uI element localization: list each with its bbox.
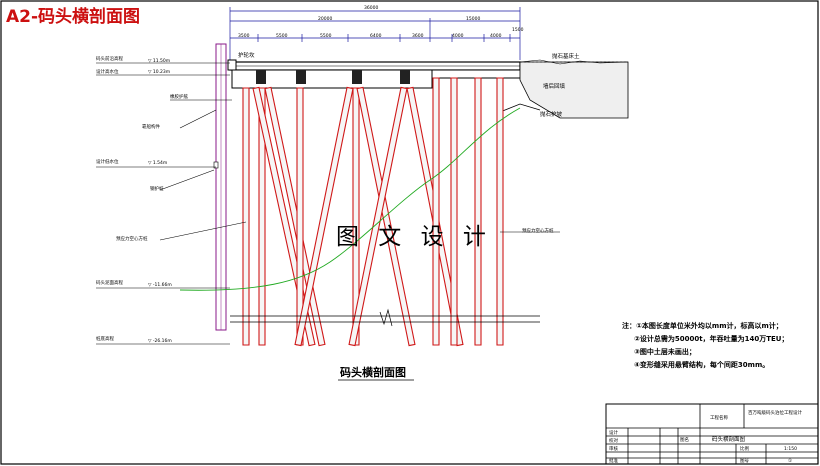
top-label-curb: 护轮坎 (238, 51, 255, 59)
pile-group (242, 77, 504, 347)
tb-project-label: 工程名称 (710, 414, 728, 421)
dim-sub-left: 20000 (318, 16, 332, 22)
tb-row-review: 审核 (609, 445, 618, 452)
tb-row-design: 设计 (609, 429, 618, 436)
pile-2 (258, 87, 266, 346)
seabed-profile-line (179, 107, 521, 291)
tb-scale-label: 比例 (740, 445, 749, 452)
elev-value-lwl: ▽ 1.54m (148, 160, 167, 166)
pile-13 (474, 77, 482, 346)
right-label-slope: 抛石护坡 (540, 110, 563, 118)
dim-seg-2: 5500 (276, 33, 288, 39)
title-block (605, 403, 819, 465)
tb-fig-label: 图名 (680, 436, 689, 443)
watermark-text: 图 文 设 计 (336, 224, 492, 250)
dim-seg-4: 6400 (370, 33, 382, 39)
embankment (499, 59, 629, 119)
pile-4 (264, 86, 326, 347)
tb-sheet: ① (788, 458, 792, 464)
elev-name-lwl: 设计低水位 (96, 158, 119, 165)
pile-6 (294, 86, 354, 347)
pile-14 (496, 77, 504, 346)
elev-value-mudline: ▽ -11.66m (148, 282, 172, 288)
elev-value-crest: ▽ 11.50m (148, 58, 170, 64)
note-line-3: ③图中土层未画出； (634, 347, 696, 356)
pile-5 (296, 87, 304, 346)
elev-value-toe: ▽ -26.16m (148, 338, 172, 344)
pile-12 (450, 77, 458, 346)
wharf-deck (227, 59, 523, 89)
elev-value-hwl: ▽ 10.23m (148, 69, 170, 75)
dim-seg-3: 5500 (320, 33, 332, 39)
dim-seg-5: 3600 (412, 33, 424, 39)
pile-9 (348, 86, 408, 347)
pile-7 (352, 87, 360, 346)
elev-name-mudline: 码头泥面高程 (96, 279, 123, 286)
tb-sheet-label: 图号 (740, 458, 749, 464)
pile-11 (432, 77, 440, 346)
pile-1 (242, 87, 250, 346)
note-line-4: ④变形缝采用悬臂结构，每个间距30mm。 (634, 360, 769, 369)
tb-row-approve: 批准 (609, 457, 618, 464)
pile-8 (356, 86, 416, 347)
dim-seg-7: 4000 (490, 33, 502, 39)
dimension-lines (229, 7, 521, 60)
drawing-caption: 码头横剖面图 (340, 365, 406, 379)
note-line-2: ②设计总需为50000t，年吞吐量为140万TEU； (634, 334, 788, 343)
tb-drawing-name: 码头横剖面图 (712, 435, 746, 443)
dim-sub-right: 15000 (466, 16, 480, 22)
elev-name-toe: 桩底高程 (96, 335, 114, 342)
drawing-title: A2-码头横剖面图 (6, 6, 140, 27)
dim-seg-8: 1500 (512, 27, 524, 33)
left-label-hollow-pile: 预应力空心方桩 (116, 235, 148, 242)
dim-seg-6: 4000 (452, 33, 464, 39)
tb-row-check: 校对 (609, 437, 618, 444)
left-label-steel-pile: 钢护桩 (150, 185, 164, 192)
dim-overall: 36000 (364, 5, 378, 11)
pile-cut-line (230, 308, 540, 327)
right-label-hollow-pile: 预应力空心方桩 (522, 227, 554, 234)
tb-project-name: 百万吨级码头泊位工程设计 (748, 409, 802, 416)
elev-name-crest: 码头前沿高程 (96, 55, 123, 62)
note-line-1: 注：①本图长度单位米外均以mm计，标高以m计； (622, 321, 783, 330)
left-label-rubber-fender: 橡胶护舷 (170, 93, 188, 100)
tb-scale: 1:150 (784, 446, 797, 452)
right-label-backfill: 墙后回填 (543, 82, 566, 90)
elevation-leaders (96, 62, 560, 345)
dim-seg-1: 3500 (238, 33, 250, 39)
left-label-berthing: 靠船构件 (142, 123, 160, 130)
right-label-fill: 抛石基床土 (552, 52, 580, 60)
left-fender (213, 43, 227, 331)
elev-name-hwl: 设计高水位 (96, 68, 119, 75)
